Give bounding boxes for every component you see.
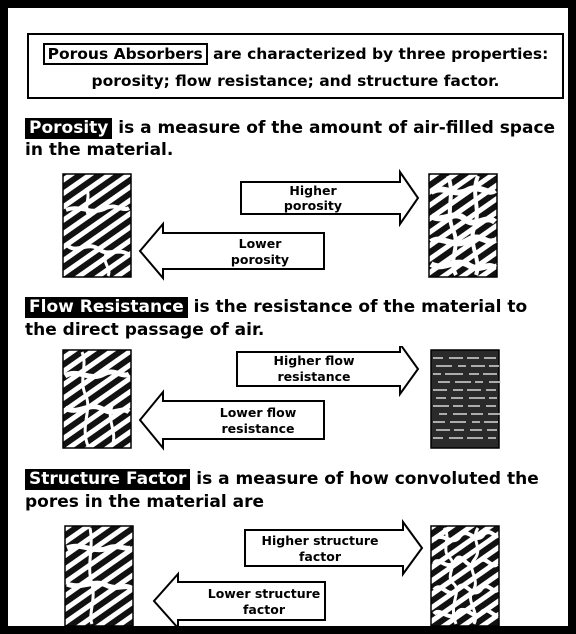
porosity-heading-line-1: Porosity is a measure of the amount of a…	[25, 117, 555, 139]
flow-resistance-heading-line-1: Flow Resistance is the resistance of the…	[25, 296, 527, 318]
higher-porosity-arrow: Higher porosity	[240, 168, 420, 228]
lower-structure-factor-label-1: Lower structure	[208, 586, 321, 601]
lower-flow-resistance-arrow: Lower flow resistance	[138, 389, 325, 451]
porosity-desc-line-1: is a measure of the amount of air-filled…	[112, 118, 556, 138]
high-porosity-sample	[428, 173, 498, 278]
intro-box: Porous Absorbers are characterized by th…	[27, 33, 564, 99]
intro-line-2: porosity; flow resistance; and structure…	[91, 72, 500, 90]
flow-resistance-term: Flow Resistance	[25, 297, 188, 318]
lower-flow-resistance-label-2: resistance	[221, 421, 294, 436]
porosity-diagram: Higher porosity Lower porosity	[62, 168, 498, 281]
lower-structure-factor-label-2: factor	[243, 602, 286, 617]
lower-porosity-label-1: Lower	[239, 236, 283, 251]
structure-factor-heading-line-1: Structure Factor is a measure of how con…	[25, 468, 539, 490]
higher-flow-resistance-arrow: Higher flow resistance	[236, 346, 420, 398]
higher-structure-factor-label-1: Higher structure	[262, 533, 379, 548]
lower-porosity-arrow: Lower porosity	[138, 221, 325, 281]
higher-flow-resistance-label-1: Higher flow	[274, 353, 355, 368]
high-flow-resistance-sample	[430, 349, 501, 449]
flow-resistance-heading-line-2: the direct passage of air.	[25, 320, 265, 340]
lower-structure-factor-arrow: Lower structure factor	[152, 571, 326, 630]
higher-structure-factor-label-2: factor	[299, 549, 342, 564]
lower-flow-resistance-label-1: Lower flow	[220, 405, 297, 420]
low-structure-factor-sample	[64, 525, 134, 627]
porosity-term: Porosity	[25, 118, 113, 139]
higher-flow-resistance-label-2: resistance	[277, 369, 350, 384]
porosity-heading-line-2: in the material.	[25, 140, 174, 160]
structure-factor-desc-line-1: is a measure of how convoluted the	[190, 469, 539, 489]
intro-line-1-rest: are characterized by three properties:	[207, 45, 549, 63]
flow-resistance-diagram: Higher flow resistance Lower flow resist…	[62, 346, 501, 451]
structure-factor-heading-line-2: pores in the material are	[25, 492, 264, 512]
higher-porosity-label-2: porosity	[284, 198, 342, 213]
porous-absorbers-term: Porous Absorbers	[42, 43, 208, 65]
flow-resistance-desc-line-1: is the resistance of the material to	[187, 297, 528, 317]
intro-line-1: Porous Absorbers are characterized by th…	[29, 43, 562, 65]
high-structure-factor-sample	[430, 525, 500, 627]
lower-porosity-label-2: porosity	[231, 252, 289, 267]
low-flow-resistance-sample	[62, 349, 132, 449]
structure-factor-diagram: Higher structure factor Lower structure …	[64, 518, 500, 630]
low-porosity-sample	[62, 173, 132, 278]
structure-factor-term: Structure Factor	[25, 469, 191, 490]
higher-porosity-label-1: Higher	[289, 183, 337, 198]
higher-structure-factor-arrow: Higher structure factor	[244, 518, 424, 578]
